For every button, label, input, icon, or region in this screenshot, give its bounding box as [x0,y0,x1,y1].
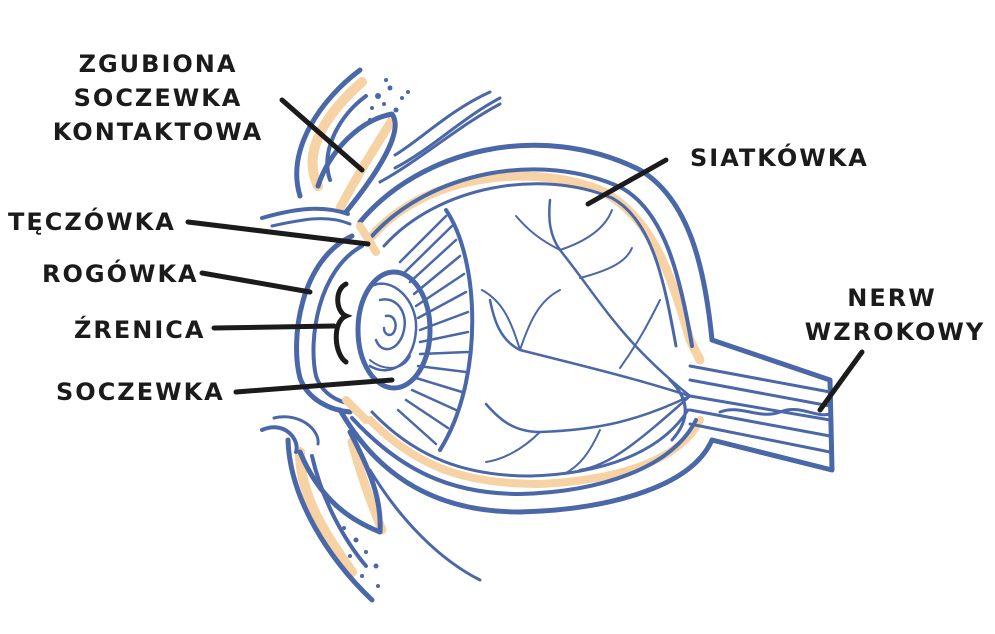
label-retina: SIATKÓWKA [690,142,869,172]
eyelid-dots-lower [342,526,380,588]
label-optic-nerve-line-1: NERW [847,284,936,312]
lens-shape [355,269,433,391]
eyelid-dots-upper [368,78,410,122]
label-lost-contact-lens-line-2: SOCZEWKA [74,84,243,112]
label-iris: TĘCZÓWKA [8,206,176,236]
label-lost-contact-lens-line-3: KONTAKTOWA [53,118,263,146]
upper-eyelid [260,67,502,228]
ciliary-fibers [396,208,475,452]
eyeball [294,142,835,515]
lower-eyelid [260,415,482,603]
leader-lines [185,97,865,413]
label-lost-contact-lens-line-1: ZGUBIONA [79,50,238,78]
label-pupil: ŹRENICA [74,315,205,344]
label-lens: SOCZEWKA [56,378,225,406]
retina-vessels [481,198,692,475]
label-cornea: ROGÓWKA [42,258,199,288]
label-optic-nerve-line-2: WZROKOWY [805,318,986,346]
labels: ZGUBIONA SOCZEWKA KONTAKTOWA TĘCZÓWKA RO… [8,50,986,406]
